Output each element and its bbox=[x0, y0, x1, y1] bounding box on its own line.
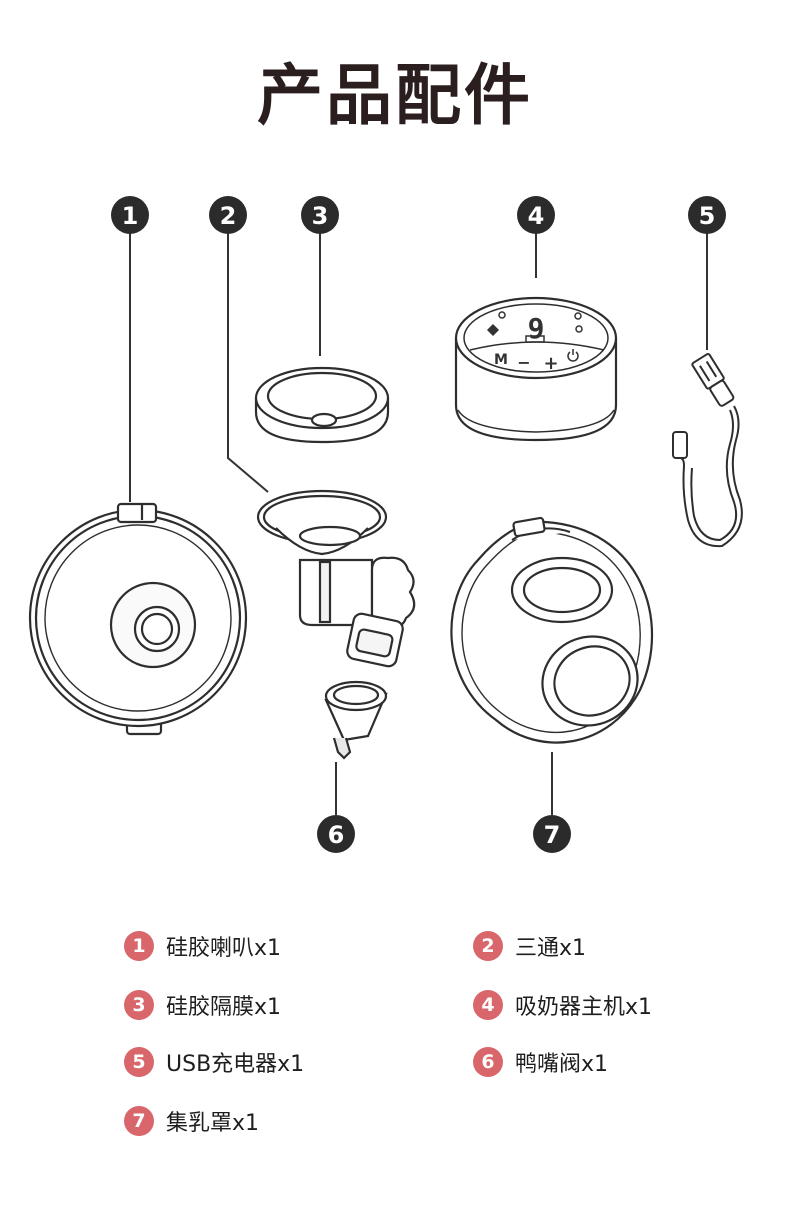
mode-icon bbox=[487, 324, 499, 336]
badge-3: 3 bbox=[301, 196, 339, 234]
button-minus: − bbox=[517, 353, 530, 372]
badge-7: 7 bbox=[533, 815, 571, 853]
battery-icon bbox=[525, 335, 545, 343]
badge-3-number: 3 bbox=[312, 202, 329, 230]
badge-7-number: 7 bbox=[544, 821, 561, 849]
silicone-flange bbox=[28, 502, 248, 736]
badge-1: 1 bbox=[111, 196, 149, 234]
leader-lines bbox=[129, 233, 708, 815]
badge-6: 6 bbox=[317, 815, 355, 853]
badge-6-number: 6 bbox=[328, 821, 345, 849]
badge-4: 4 bbox=[517, 196, 555, 234]
power-icon bbox=[567, 349, 579, 362]
flower-icon bbox=[498, 311, 506, 319]
milk-collection-cup bbox=[450, 516, 654, 744]
badge-2: 2 bbox=[209, 196, 247, 234]
page-title: 产品配件 bbox=[257, 57, 533, 134]
badge-2-number: 2 bbox=[220, 202, 237, 230]
pump-main-unit: 9 M − + bbox=[454, 296, 618, 442]
duckbill-valve bbox=[324, 680, 388, 760]
display-digit: 9 bbox=[528, 312, 545, 345]
usb-charger-cable bbox=[672, 353, 743, 548]
button-plus: + bbox=[543, 353, 558, 374]
leader-line-2 bbox=[227, 233, 269, 493]
badge-1-number: 1 bbox=[122, 202, 139, 230]
badge-5: 5 bbox=[688, 196, 726, 234]
badge-5-number: 5 bbox=[699, 202, 716, 230]
silicone-diaphragm bbox=[254, 366, 390, 444]
sun-icon bbox=[574, 312, 582, 320]
tee-connector bbox=[256, 489, 416, 668]
button-m: M bbox=[494, 352, 508, 368]
badge-4-number: 4 bbox=[528, 202, 545, 230]
bubbles-icon bbox=[575, 325, 583, 333]
